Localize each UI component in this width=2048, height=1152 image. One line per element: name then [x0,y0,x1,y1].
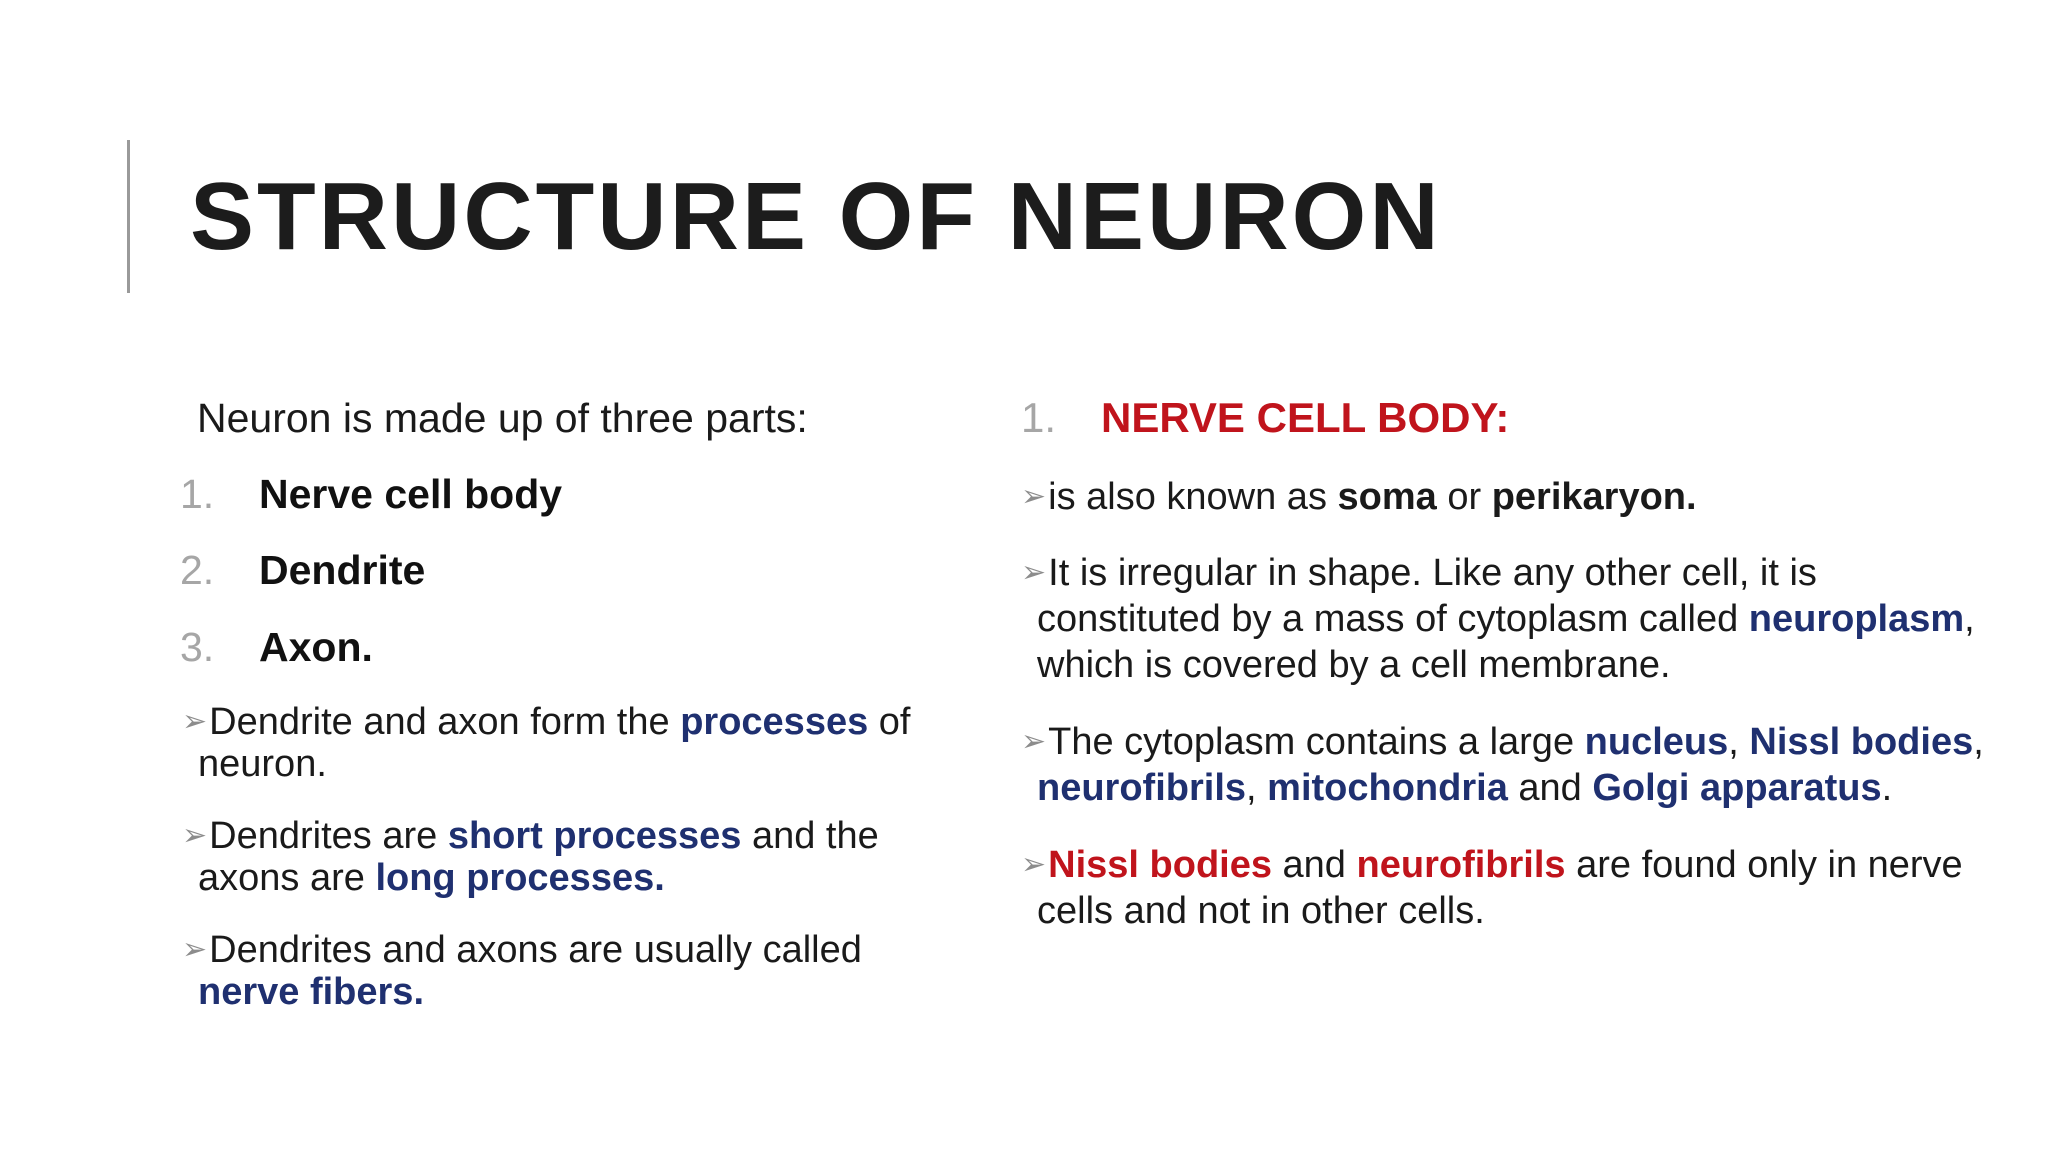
right-bullet-1: ➢is also known as soma or perikaryon. [1021,476,1697,518]
left-bullet-2: ➢Dendrites are short processes and the a… [182,815,879,899]
intro-text: Neuron is made up of three parts: [197,395,808,441]
section-number: 1. [1021,394,1057,441]
part-label: Nerve cell body [259,471,563,517]
part-number: 3. [180,624,215,670]
right-bullet-3: ➢The cytoplasm contains a large nucleus,… [1021,721,1984,809]
title-accent-bar [127,140,130,293]
arrow-bullet-icon: ➢ [1021,725,1047,758]
section-title: NERVE CELL BODY: [1101,394,1510,441]
part-label: Dendrite [259,547,426,593]
slide-title: STRUCTURE OF NEURON [190,163,1442,270]
right-bullet-4: ➢Nissl bodies and neurofibrils are found… [1021,844,1963,932]
part-number: 2. [180,547,215,593]
arrow-bullet-icon: ➢ [182,819,208,852]
part-label: Axon. [259,624,373,670]
arrow-bullet-icon: ➢ [182,933,208,966]
section-heading: 1. NERVE CELL BODY: [1021,392,1509,444]
right-bullet-2: ➢It is irregular in shape. Like any othe… [1021,552,1975,686]
arrow-bullet-icon: ➢ [1021,848,1047,881]
arrow-bullet-icon: ➢ [182,705,208,738]
part-number: 1. [180,471,215,517]
arrow-bullet-icon: ➢ [1021,556,1047,589]
left-bullet-3: ➢Dendrites and axons are usually called … [182,929,862,1013]
left-bullet-1: ➢Dendrite and axon form the processes of… [182,701,911,785]
arrow-bullet-icon: ➢ [1021,480,1047,513]
